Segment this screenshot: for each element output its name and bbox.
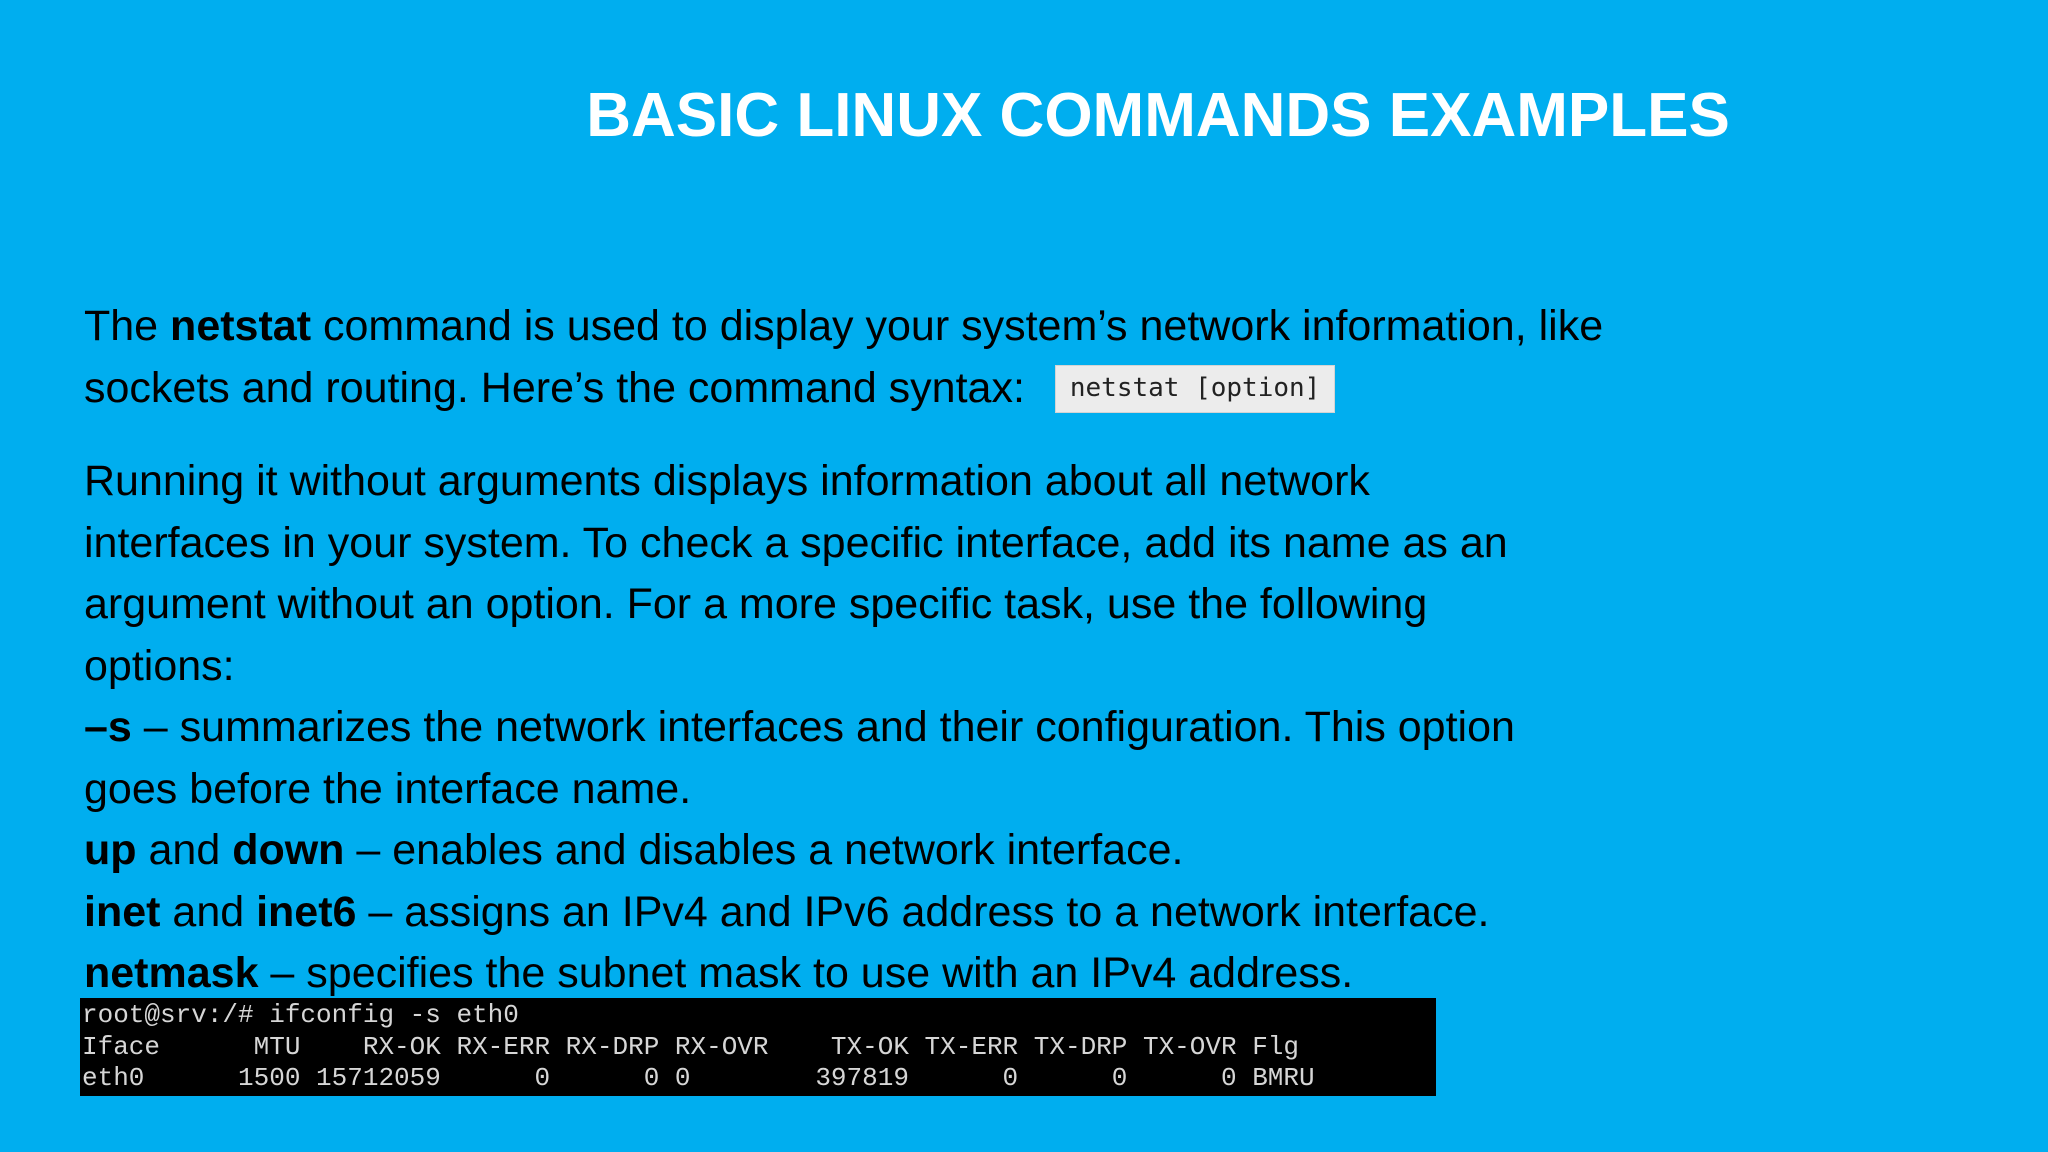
syntax-code-snippet: netstat [option] bbox=[1054, 364, 1336, 413]
paragraph-2-line-2: interfaces in your system. To check a sp… bbox=[84, 518, 1508, 567]
text-run: command is used to display your system’s… bbox=[311, 302, 1604, 350]
text-run: sockets and routing. Here’s the command … bbox=[84, 363, 1037, 412]
text-run: and bbox=[160, 887, 257, 936]
paragraph-gap bbox=[84, 419, 1784, 451]
option-netmask: netmask – specifies the subnet mask to u… bbox=[84, 943, 1784, 1005]
option-up-down-desc: – enables and disables a network interfa… bbox=[344, 826, 1184, 874]
option-up-down: up and down – enables and disables a net… bbox=[84, 820, 1784, 882]
option-down: down bbox=[232, 826, 345, 874]
paragraph-2-line-1: Running it without arguments displays in… bbox=[84, 457, 1370, 505]
option-inet6-flag: inet6 bbox=[256, 887, 357, 936]
option-s: –s – summarizes the network interfaces a… bbox=[84, 697, 1784, 759]
terminal-header-line: Iface MTU RX-OK RX-ERR RX-DRP RX-OVR TX-… bbox=[82, 1031, 1299, 1062]
option-up: up bbox=[84, 826, 137, 874]
terminal-data-line: eth0 1500 15712059 0 0 0 397819 0 0 0 BM… bbox=[82, 1063, 1315, 1093]
slide-title: BASIC LINUX COMMANDS EXAMPLES bbox=[586, 81, 1730, 150]
paragraph-1-line-2: sockets and routing. Here’s the command … bbox=[84, 358, 1784, 420]
text-run: The bbox=[84, 302, 171, 350]
option-inet-flag: inet bbox=[84, 887, 161, 936]
slide-body: The netstat command is used to display y… bbox=[84, 296, 1784, 1005]
option-netmask-flag: netmask bbox=[84, 949, 259, 997]
netstat-keyword: netstat bbox=[170, 302, 312, 350]
option-netmask-desc: – specifies the subnet mask to use with … bbox=[258, 949, 1354, 997]
option-s-flag: –s bbox=[84, 703, 132, 751]
paragraph-2-line-4: options: bbox=[84, 641, 235, 690]
text-run: and bbox=[136, 826, 233, 874]
option-s-desc: – summarizes the network interfaces and … bbox=[131, 703, 1515, 751]
option-inet-desc: – assigns an IPv4 and IPv6 address to a … bbox=[356, 887, 1490, 936]
option-inet: inet and inet6 – assigns an IPv4 and IPv… bbox=[84, 882, 1784, 944]
paragraph-1-line-1: The netstat command is used to display y… bbox=[84, 296, 1784, 358]
option-s-continued: goes before the interface name. bbox=[84, 764, 692, 813]
terminal-output: root@srv:/# ifconfig -s eth0 Iface MTU R… bbox=[80, 998, 1436, 1096]
paragraph-2-line-3: argument without an option. For a more s… bbox=[84, 580, 1428, 628]
terminal-command-line: root@srv:/# ifconfig -s eth0 bbox=[82, 1000, 519, 1030]
